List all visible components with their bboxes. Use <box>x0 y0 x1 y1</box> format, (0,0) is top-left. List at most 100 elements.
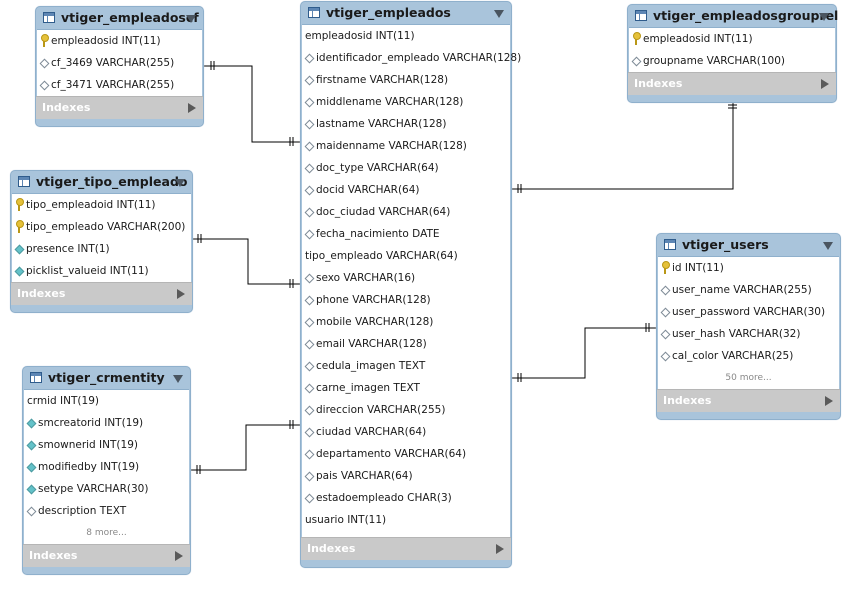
column-row[interactable]: firstname VARCHAR(128) <box>302 69 510 91</box>
chevron-down-icon[interactable] <box>823 242 833 250</box>
table-vtiger-crmentity[interactable]: vtiger_crmentity crmid INT(19) smcreator… <box>22 366 191 575</box>
column-row[interactable]: groupname VARCHAR(100) <box>629 50 835 72</box>
column-row[interactable]: modifiedby INT(19) <box>24 456 189 478</box>
column-row[interactable]: empleadosid INT(11) <box>37 30 202 52</box>
column-row[interactable]: picklist_valueid INT(11) <box>12 260 191 282</box>
column-row[interactable]: phone VARCHAR(128) <box>302 289 510 311</box>
column-row[interactable]: pais VARCHAR(64) <box>302 465 510 487</box>
column-row[interactable]: direccion VARCHAR(255) <box>302 399 510 421</box>
table-vtiger-tipo-empleado[interactable]: vtiger_tipo_empleado tipo_empleadoid INT… <box>10 170 193 313</box>
column-row[interactable]: cf_3469 VARCHAR(255) <box>37 52 202 74</box>
column-row[interactable]: docid VARCHAR(64) <box>302 179 510 201</box>
column-icon <box>304 207 315 218</box>
column-label: setype VARCHAR(30) <box>38 483 149 495</box>
column-label: tipo_empleado VARCHAR(200) <box>26 221 186 233</box>
primary-key-icon <box>632 32 641 45</box>
indexes-label: Indexes <box>29 549 78 562</box>
table-vtiger-empleadoscf[interactable]: vtiger_empleadoscf empleadosid INT(11) c… <box>35 6 204 127</box>
table-header[interactable]: vtiger_empleadosgrouprel <box>628 5 838 27</box>
column-label: tipo_empleadoid INT(11) <box>26 199 156 211</box>
column-row[interactable]: empleadosid INT(11) <box>629 28 835 50</box>
chevron-down-icon[interactable] <box>819 13 829 21</box>
indexes-bar[interactable]: Indexes <box>657 389 840 412</box>
column-row[interactable]: smcreatorid INT(19) <box>24 412 189 434</box>
column-row[interactable]: departamento VARCHAR(64) <box>302 443 510 465</box>
column-row[interactable]: usuario INT(11) <box>302 509 510 531</box>
column-icon <box>304 405 315 416</box>
column-row[interactable]: carne_imagen TEXT <box>302 377 510 399</box>
column-row[interactable]: doc_ciudad VARCHAR(64) <box>302 201 510 223</box>
column-row[interactable]: smownerid INT(19) <box>24 434 189 456</box>
column-label: modifiedby INT(19) <box>38 461 140 473</box>
column-row[interactable]: presence INT(1) <box>12 238 191 260</box>
column-row[interactable]: crmid INT(19) <box>24 390 189 412</box>
indexes-bar[interactable]: Indexes <box>301 537 511 560</box>
indexes-bar[interactable]: Indexes <box>23 544 190 567</box>
table-vtiger-empleados[interactable]: vtiger_empleados empleadosid INT(11) ide… <box>300 1 521 568</box>
chevron-down-icon[interactable] <box>175 179 185 187</box>
column-row[interactable]: tipo_empleado VARCHAR(200) <box>12 216 191 238</box>
column-row[interactable]: cedula_imagen TEXT <box>302 355 510 377</box>
column-label: identificador_empleado VARCHAR(128) <box>316 52 522 64</box>
expand-arrow-icon[interactable] <box>177 289 185 299</box>
column-row[interactable]: description TEXT <box>24 500 189 522</box>
column-icon <box>304 119 315 130</box>
column-row[interactable]: doc_type VARCHAR(64) <box>302 157 510 179</box>
chevron-down-icon[interactable] <box>186 15 196 23</box>
column-row[interactable]: user_name VARCHAR(255) <box>658 279 839 301</box>
chevron-down-icon[interactable] <box>173 375 183 383</box>
expand-arrow-icon[interactable] <box>188 103 196 113</box>
column-row[interactable]: user_hash VARCHAR(32) <box>658 323 839 345</box>
indexes-label: Indexes <box>307 542 356 555</box>
table-footer <box>301 560 511 567</box>
indexes-bar[interactable]: Indexes <box>11 282 192 305</box>
column-label: fecha_nacimiento DATE <box>316 228 440 240</box>
table-header[interactable]: vtiger_users <box>657 234 840 256</box>
more-columns-link[interactable]: 8 more... <box>86 528 127 538</box>
column-row[interactable]: estadoempleado CHAR(3) <box>302 487 510 509</box>
chevron-down-icon[interactable] <box>494 10 504 18</box>
column-list: id INT(11) user_name VARCHAR(255) user_p… <box>658 256 839 389</box>
table-header[interactable]: vtiger_crmentity <box>23 367 190 389</box>
column-row[interactable]: maidenname VARCHAR(128) <box>302 135 510 157</box>
column-row[interactable]: identificador_empleado VARCHAR(128) <box>302 47 521 69</box>
column-row[interactable]: lastname VARCHAR(128) <box>302 113 510 135</box>
column-icon <box>660 351 671 362</box>
column-label: user_hash VARCHAR(32) <box>672 328 801 340</box>
column-row[interactable]: tipo_empleado VARCHAR(64) <box>302 245 510 267</box>
table-vtiger-empleadosgrouprel[interactable]: vtiger_empleadosgrouprel empleadosid INT… <box>627 4 838 103</box>
column-row[interactable]: fecha_nacimiento DATE <box>302 223 510 245</box>
column-row[interactable]: cf_3471 VARCHAR(255) <box>37 74 202 96</box>
column-row[interactable]: tipo_empleadoid INT(11) <box>12 194 191 216</box>
indexes-bar[interactable]: Indexes <box>628 72 836 95</box>
column-row[interactable]: sexo VARCHAR(16) <box>302 267 510 289</box>
expand-arrow-icon[interactable] <box>821 79 829 89</box>
column-list: empleadosid INT(11) identificador_emplea… <box>302 24 521 537</box>
column-label: empleadosid INT(11) <box>643 33 753 45</box>
column-label: usuario INT(11) <box>305 514 387 526</box>
column-row[interactable]: cal_color VARCHAR(25) <box>658 345 839 367</box>
table-header[interactable]: vtiger_empleados <box>301 2 511 24</box>
column-row[interactable]: email VARCHAR(128) <box>302 333 510 355</box>
table-header[interactable]: vtiger_tipo_empleado <box>11 171 192 193</box>
table-name: vtiger_users <box>682 237 769 252</box>
expand-arrow-icon[interactable] <box>496 544 504 554</box>
column-icon <box>304 427 315 438</box>
column-row[interactable]: ciudad VARCHAR(64) <box>302 421 510 443</box>
column-label: crmid INT(19) <box>27 395 99 407</box>
table-vtiger-users[interactable]: vtiger_users id INT(11) user_name VARCHA… <box>656 233 841 420</box>
expand-arrow-icon[interactable] <box>825 396 833 406</box>
column-label: firstname VARCHAR(128) <box>316 74 449 86</box>
more-columns-link[interactable]: 50 more... <box>725 373 772 383</box>
column-row[interactable]: empleadosid INT(11) <box>302 25 510 47</box>
column-row[interactable]: user_password VARCHAR(30) <box>658 301 839 323</box>
column-row[interactable]: mobile VARCHAR(128) <box>302 311 510 333</box>
column-row[interactable]: id INT(11) <box>658 257 839 279</box>
column-row[interactable]: setype VARCHAR(30) <box>24 478 189 500</box>
expand-arrow-icon[interactable] <box>175 551 183 561</box>
column-row[interactable]: middlename VARCHAR(128) <box>302 91 510 113</box>
column-icon <box>304 229 315 240</box>
column-icon <box>304 471 315 482</box>
indexes-bar[interactable]: Indexes <box>36 96 203 119</box>
table-header[interactable]: vtiger_empleadoscf <box>36 7 203 29</box>
